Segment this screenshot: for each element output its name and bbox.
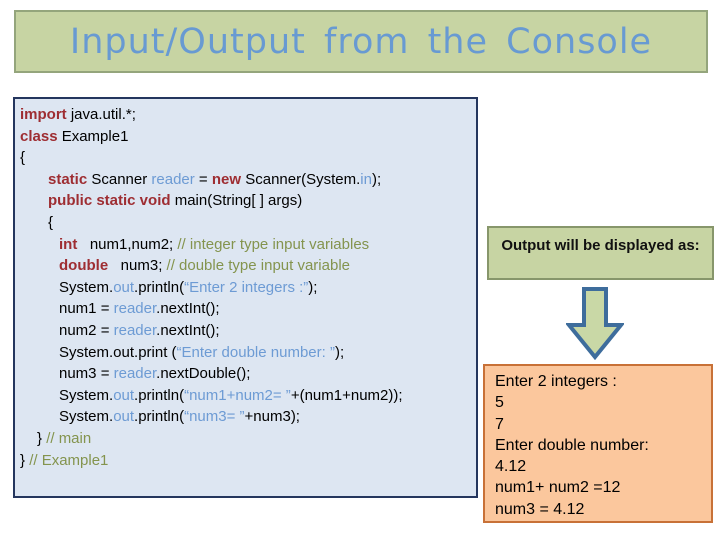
console-output-line: Enter double number: (495, 436, 649, 454)
code-line: System.out.println(“num3= ”+num3); (59, 408, 300, 426)
code-line: num1 = reader.nextInt(); (59, 300, 220, 318)
code-block: import java.util.*; class Example1 { static… (20, 104, 472, 471)
output-label: Output will be displayed as: (501, 237, 700, 254)
code-line: int num1,num2; // integer type input var… (59, 235, 370, 253)
console-output-line: num1+ num2 =12 (495, 479, 621, 497)
console-output-line: 5 (495, 394, 504, 412)
console-output-line: 7 (495, 415, 504, 433)
code-line: num2 = reader.nextInt(); (59, 321, 220, 339)
output-label-box: Output will be displayed as: (487, 226, 714, 280)
code-line: } // Example1 (20, 451, 109, 469)
console-output-line: num3 = 4.12 (495, 500, 585, 518)
code-line: static Scanner reader = new Scanner(Syst… (48, 170, 382, 188)
code-line: } // main (37, 429, 92, 447)
code-line: public static void main(String[ ] args) (48, 192, 303, 210)
code-line: System.out.print (“Enter double number: … (59, 343, 345, 361)
code-line: System.out.println(“Enter 2 integers :”)… (59, 278, 318, 296)
code-line: System.out.println(“num1+num2= ”+(num1+n… (59, 386, 403, 404)
code-line: { (48, 213, 54, 231)
code-line: class Example1 (20, 127, 129, 145)
code-line: { (20, 149, 26, 167)
code-line: double num3; // double type input variab… (59, 257, 350, 275)
code-panel: import java.util.*; class Example1 { static… (13, 97, 478, 498)
console-output-line: 4.12 (495, 458, 527, 476)
page-title: Input/Output from the Console (69, 21, 653, 62)
code-line: num3 = reader.nextDouble(); (59, 365, 251, 383)
down-arrow-icon (566, 287, 624, 360)
code-line: import java.util.*; (20, 106, 136, 123)
title-bar: Input/Output from the Console (14, 10, 708, 73)
console-output-line: Enter 2 integers : (495, 373, 617, 390)
